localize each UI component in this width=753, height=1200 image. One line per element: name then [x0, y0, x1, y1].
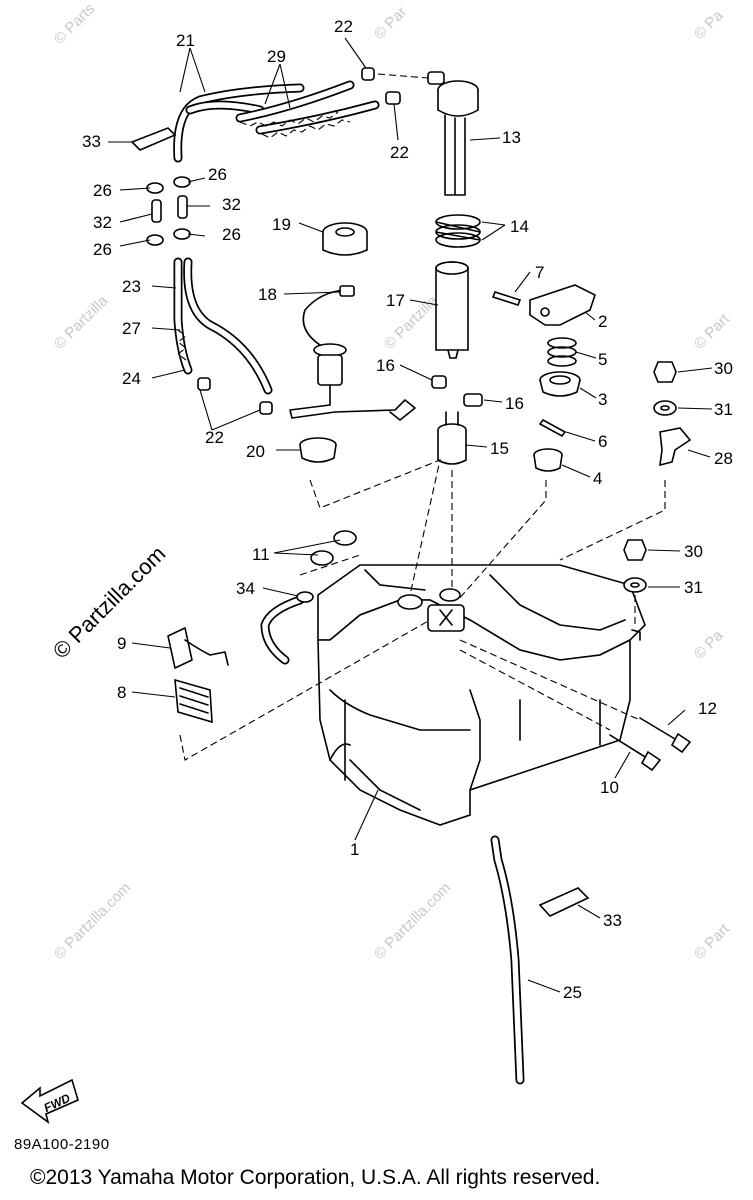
callout-1: 1	[350, 840, 359, 859]
callout-30: 30	[714, 359, 733, 378]
fuel-gauge-unit[interactable]	[289, 285, 416, 421]
callout-26: 26	[93, 181, 112, 200]
nut-bottom[interactable]	[623, 539, 647, 561]
callout-31: 31	[714, 400, 733, 419]
callout-29: 29	[267, 47, 286, 66]
watermark: © Par	[371, 4, 410, 43]
pin-small[interactable]	[538, 418, 567, 438]
damper[interactable]	[322, 222, 368, 256]
watermark: © Partzilla	[51, 292, 112, 353]
callouts: 21 29 22 13 22 33 26 26 32 32 26 26 19 1…	[82, 17, 733, 1002]
callout-5: 5	[598, 350, 607, 369]
bracket[interactable]	[529, 284, 596, 326]
caps[interactable]	[310, 530, 357, 566]
fuel-tank[interactable]	[317, 564, 646, 826]
watermark: © Pa	[691, 7, 727, 43]
callout-20: 20	[246, 442, 265, 461]
pin[interactable]	[491, 291, 522, 306]
fuel-sender[interactable]	[427, 71, 479, 196]
fwd-arrow-icon: FWD	[20, 1078, 79, 1124]
watermark: © Part	[691, 310, 734, 353]
watermark: © Pa	[691, 627, 727, 663]
springs[interactable]	[435, 214, 481, 248]
clip-left[interactable]	[431, 375, 447, 389]
hose-clip[interactable]	[659, 427, 692, 467]
callout-25: 25	[563, 983, 582, 1002]
callout-11: 11	[252, 545, 270, 564]
callout-23: 23	[122, 277, 141, 296]
callout-24: 24	[122, 369, 141, 388]
callout-28: 28	[714, 449, 733, 468]
filler-tube[interactable]	[435, 261, 469, 359]
callout-22: 22	[205, 428, 224, 447]
callout-32: 32	[222, 195, 241, 214]
callout-18: 18	[258, 285, 277, 304]
callout-13: 13	[502, 128, 521, 147]
spring-band[interactable]	[167, 627, 229, 669]
grommet-large[interactable]	[299, 437, 337, 463]
callout-31: 31	[684, 578, 703, 597]
washer-top[interactable]	[653, 400, 677, 416]
spring-small[interactable]	[547, 337, 577, 367]
callout-26: 26	[222, 225, 241, 244]
callout-30: 30	[684, 542, 703, 561]
callout-6: 6	[598, 432, 607, 451]
callout-9: 9	[117, 634, 126, 653]
callout-8: 8	[117, 683, 126, 702]
washer-bottom[interactable]	[623, 577, 647, 593]
watermark: © Part	[691, 920, 734, 963]
callout-32: 32	[93, 213, 112, 232]
callout-10: 10	[600, 778, 619, 797]
callout-34: 34	[236, 579, 255, 598]
callout-16: 16	[505, 394, 524, 413]
fuel-filter[interactable]	[437, 411, 467, 465]
leader-lines	[108, 37, 713, 993]
callout-17: 17	[386, 291, 405, 310]
grommet[interactable]	[533, 448, 563, 472]
callout-2: 2	[598, 312, 607, 331]
callout-21: 21	[176, 31, 195, 50]
callout-12: 12	[698, 699, 717, 718]
bolt-12[interactable]	[639, 717, 692, 754]
callout-14: 14	[510, 217, 529, 236]
diagram-code: 89A100-2190	[14, 1136, 110, 1153]
bolt-10[interactable]	[609, 734, 662, 772]
callout-15: 15	[490, 439, 509, 458]
callout-19: 19	[272, 215, 291, 234]
tag-top[interactable]	[130, 127, 177, 151]
callout-3: 3	[598, 390, 607, 409]
lower-hoses[interactable]	[173, 257, 273, 415]
clip-right[interactable]	[463, 393, 483, 407]
clamps-joints[interactable]	[146, 176, 191, 246]
callout-26: 26	[208, 165, 227, 184]
callout-26: 26	[93, 240, 112, 259]
callout-22: 22	[390, 143, 409, 162]
copyright-notice: ©2013 Yamaha Motor Corporation, U.S.A. A…	[30, 1166, 601, 1189]
watermark: © Partzilla.com	[371, 879, 454, 962]
drain-hose[interactable]	[490, 835, 525, 1085]
vent-hoses[interactable]	[173, 80, 380, 163]
callout-33: 33	[603, 911, 622, 930]
parts-diagram: © Parts © Par © Pa © Partzilla © Partzil…	[20, 0, 734, 1124]
nut-top[interactable]	[653, 361, 677, 383]
clamp-34[interactable]	[296, 591, 314, 603]
callout-7: 7	[535, 263, 544, 282]
pad[interactable]	[174, 678, 213, 724]
watermark: © Parts	[51, 0, 99, 48]
callout-33: 33	[82, 132, 101, 151]
cap[interactable]	[539, 371, 581, 397]
tank-hose-fitting	[260, 595, 305, 665]
clamps-top[interactable]	[361, 67, 401, 105]
callout-22: 22	[334, 17, 353, 36]
tag-bottom[interactable]	[538, 887, 590, 917]
callout-4: 4	[593, 469, 602, 488]
callout-27: 27	[122, 319, 141, 338]
watermark: © Partzilla.com	[51, 879, 134, 962]
callout-16: 16	[376, 356, 395, 375]
